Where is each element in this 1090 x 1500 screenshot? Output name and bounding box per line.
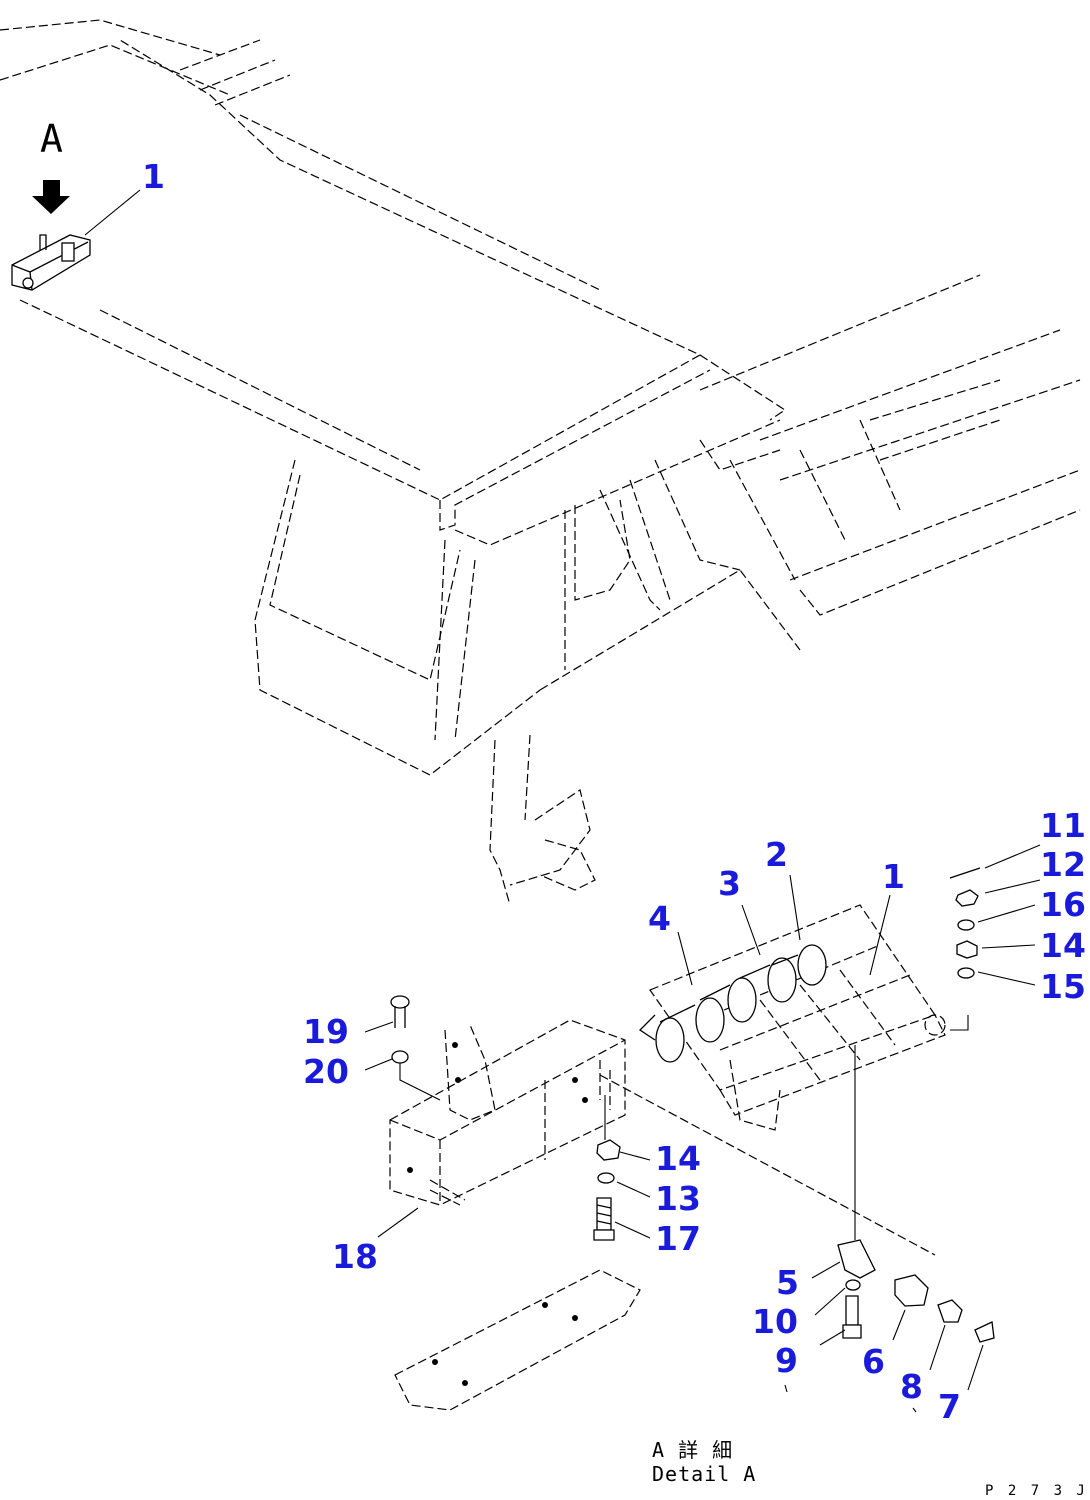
view-label: A xyxy=(40,117,63,161)
callout-4: 4 xyxy=(648,899,671,938)
callout-14-center: 14 xyxy=(655,1139,701,1178)
mount-bracket xyxy=(389,1019,626,1206)
callout-14-right: 14 xyxy=(1040,926,1086,965)
callout-1-top: 1 xyxy=(142,157,165,196)
callout-3: 3 xyxy=(718,864,741,903)
caption-detail: Detail A xyxy=(652,1462,756,1486)
lamp-bracket-assembly xyxy=(638,904,946,1131)
callout-13: 13 xyxy=(655,1179,701,1218)
caption-japanese: A 詳 細 xyxy=(652,1438,733,1462)
callout-6: 6 xyxy=(862,1342,885,1381)
view-arrow-icon xyxy=(32,180,70,214)
drawing-code: P 2 7 3 J 7 xyxy=(985,1483,1090,1499)
callout-9: 9 xyxy=(775,1341,798,1380)
callout-1: 1 xyxy=(882,857,905,896)
lamp-assembly-small xyxy=(11,234,91,291)
callout-19: 19 xyxy=(303,1012,349,1051)
machine-outline xyxy=(0,19,1081,906)
view-indicator: A xyxy=(32,117,70,214)
hardware-left xyxy=(390,995,441,1101)
callout-17: 17 xyxy=(655,1219,701,1258)
callout-12: 12 xyxy=(1040,845,1086,884)
leader-lines xyxy=(84,189,1041,1413)
hardware-lower xyxy=(837,1239,995,1343)
hardware-right xyxy=(949,867,981,979)
lower-frame xyxy=(394,1269,641,1411)
callout-15: 15 xyxy=(1040,967,1086,1006)
callout-20: 20 xyxy=(303,1052,349,1091)
callout-18: 18 xyxy=(332,1237,378,1276)
callout-2: 2 xyxy=(765,835,788,874)
callout-8: 8 xyxy=(900,1367,923,1406)
callouts: 1 1 2 3 4 11 12 16 14 15 19 20 14 13 17 … xyxy=(142,157,1086,1426)
callout-11: 11 xyxy=(1040,806,1086,845)
hardware-center xyxy=(593,1095,621,1241)
callout-10: 10 xyxy=(752,1302,798,1341)
callout-7: 7 xyxy=(938,1387,961,1426)
callout-5: 5 xyxy=(776,1263,799,1302)
callout-16: 16 xyxy=(1040,885,1086,924)
